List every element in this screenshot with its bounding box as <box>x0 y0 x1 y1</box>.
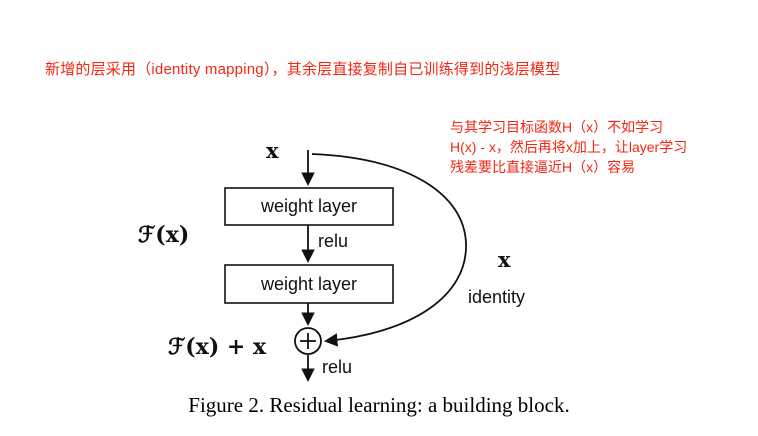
right-annotation-line-1: 与其学习目标函数H（x）不如学习 <box>450 119 664 135</box>
residual-function-label: ℱ(x) <box>138 222 190 248</box>
identity-x-label: x <box>498 247 511 272</box>
right-annotation-line-2: H(x) - x，然后再将x加上，让layer学习 <box>450 139 688 155</box>
relu-1-label: relu <box>318 231 349 251</box>
weight-layer-1-label: weight layer <box>260 196 358 216</box>
sum-output-label: ℱ(x) + x <box>168 334 267 360</box>
right-annotation: 与其学习目标函数H（x）不如学习 H(x) - x，然后再将x加上，让layer… <box>450 117 687 177</box>
identity-skip-curve <box>311 153 467 347</box>
weight-layer-1-box <box>224 187 394 226</box>
right-annotation-line-3: 残差要比直接逼近H（x）容易 <box>450 159 636 175</box>
input-x-label: x <box>266 138 279 163</box>
figure-caption: Figure 2. Residual learning: a building … <box>188 393 570 417</box>
weight-layer-2-box <box>224 264 394 304</box>
relu-2-label: relu <box>322 357 353 377</box>
top-annotation: 新增的层采用（identity mapping），其余层直接复制自已训练得到的浅… <box>45 61 561 78</box>
weight-layer-2-label: weight layer <box>260 273 358 294</box>
identity-label: identity <box>468 287 526 307</box>
